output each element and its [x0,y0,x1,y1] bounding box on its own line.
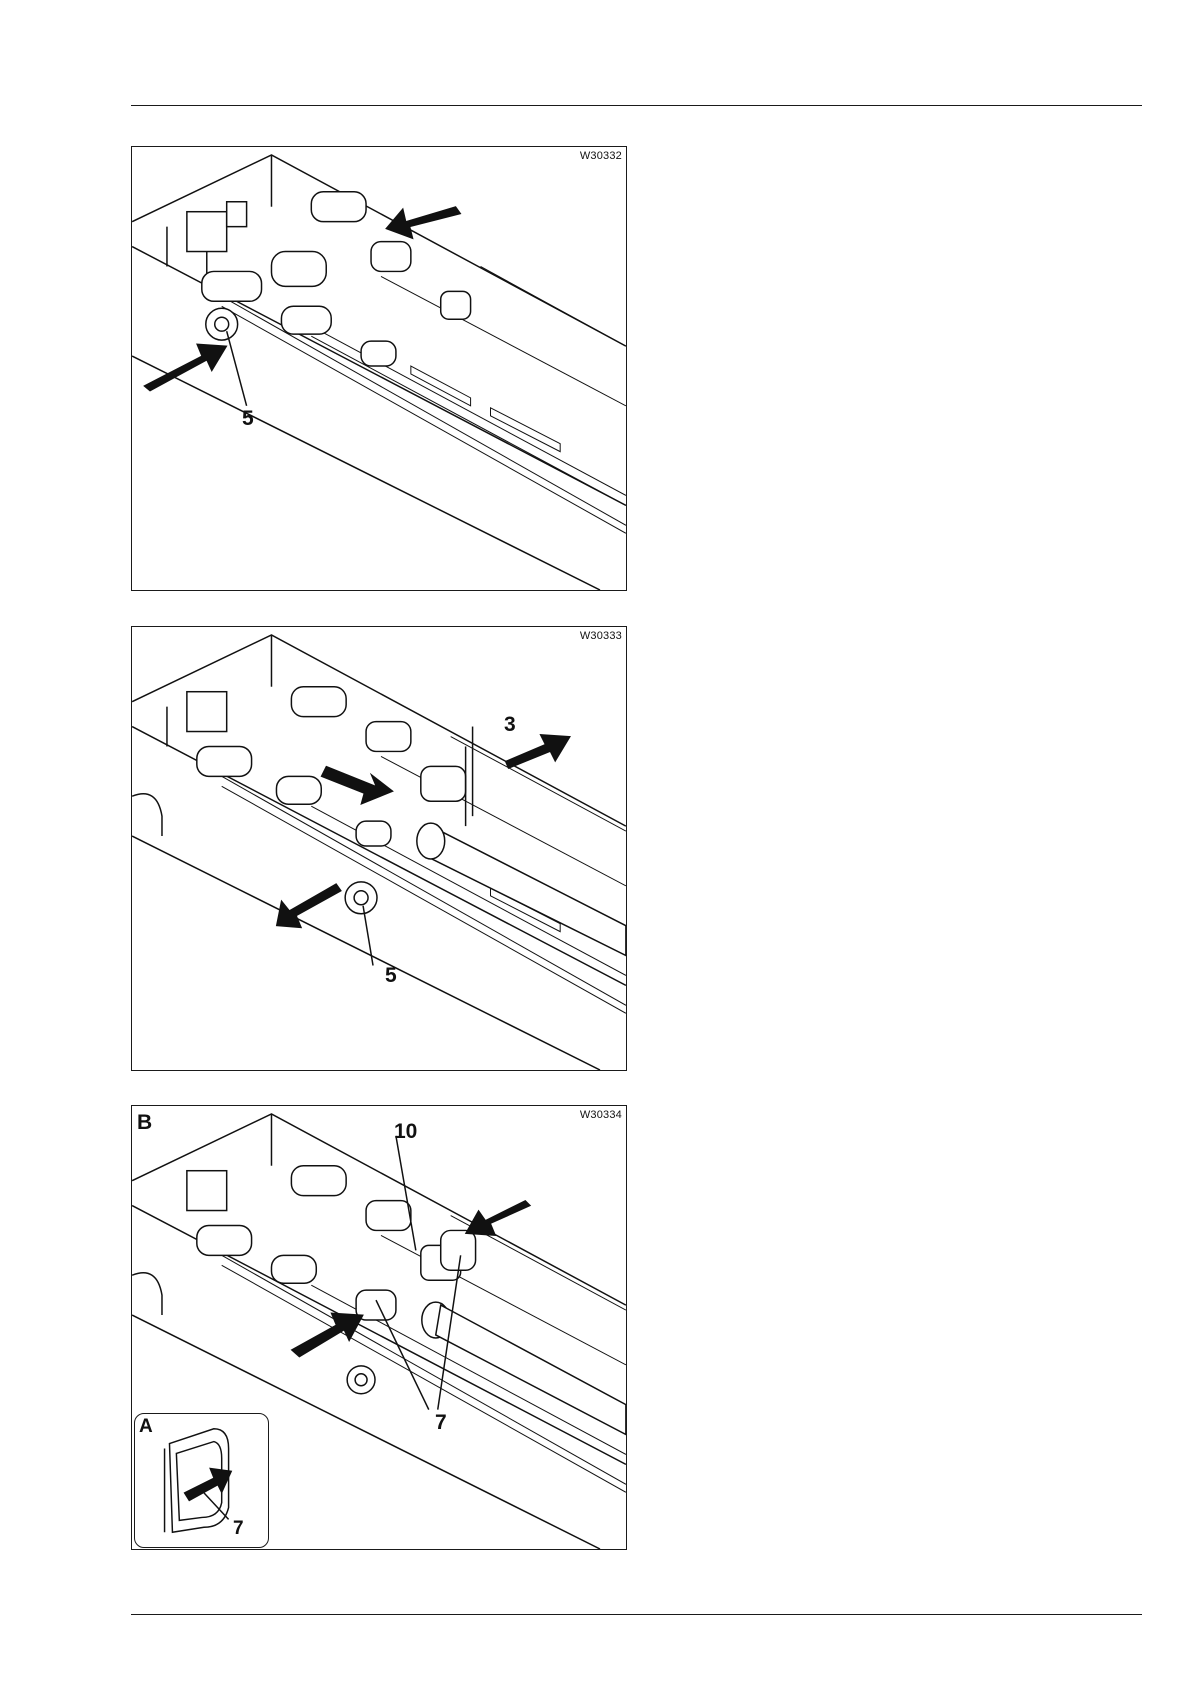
figure-w30334: B W30334 10 7 A 7 [131,1105,627,1550]
figure-w30333: W30333 3 5 [131,626,627,1071]
footer-rule [131,1614,1142,1615]
detail-inset-a: A 7 [134,1413,269,1548]
header-rule [131,105,1142,106]
boom-section-illustration [132,147,626,590]
inset-label-a: A [139,1416,153,1438]
push-arrow-left [291,1313,363,1357]
push-arrow-cylinder [386,207,461,239]
figure-w30332: W30332 5 [131,146,627,591]
boom-section-illustration [132,627,626,1070]
pull-arrow-3 [505,735,570,769]
callout-10: 10 [394,1120,417,1144]
callout-7: 7 [435,1411,447,1435]
figure-code: W30333 [580,630,622,642]
figure-code: W30332 [580,150,622,162]
push-arrow-right [466,1201,531,1236]
callout-5: 5 [242,407,254,431]
view-label-b: B [137,1111,152,1135]
callout-5: 5 [385,964,397,988]
figure-code: W30334 [580,1109,622,1121]
inset-callout-7: 7 [233,1518,244,1540]
press-arrow [184,1468,231,1501]
callout-3: 3 [504,713,516,737]
release-button-detail [135,1414,268,1547]
pull-arrow-pin [276,884,341,928]
pull-arrow-cylinder [321,766,393,804]
